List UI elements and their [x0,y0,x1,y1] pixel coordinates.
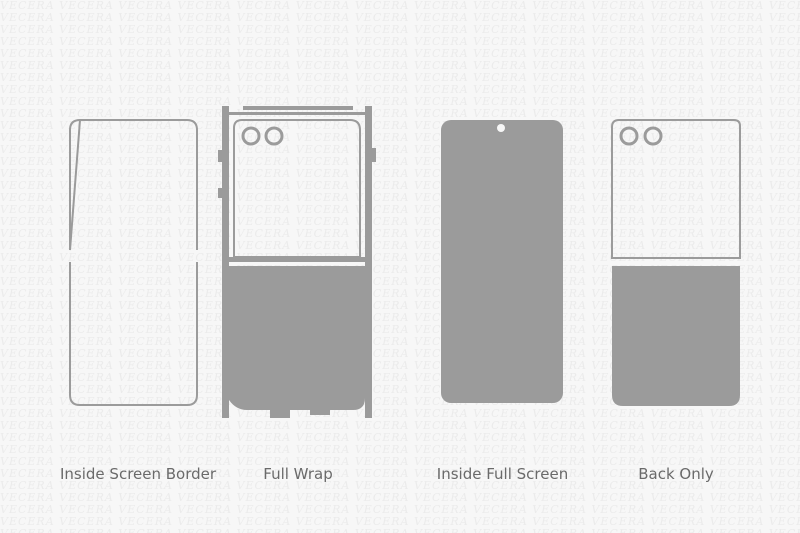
inside-full-screen-template [441,120,563,403]
label-inside-screen-border: Inside Screen Border [60,465,217,483]
inside-screen-border-template [69,118,198,406]
label-full-wrap: Full Wrap [263,465,333,483]
label-inside-full-screen: Inside Full Screen [436,465,569,483]
back-only-template [611,119,741,406]
full-wrap-template [218,106,376,418]
label-back-only: Back Only [638,465,714,483]
